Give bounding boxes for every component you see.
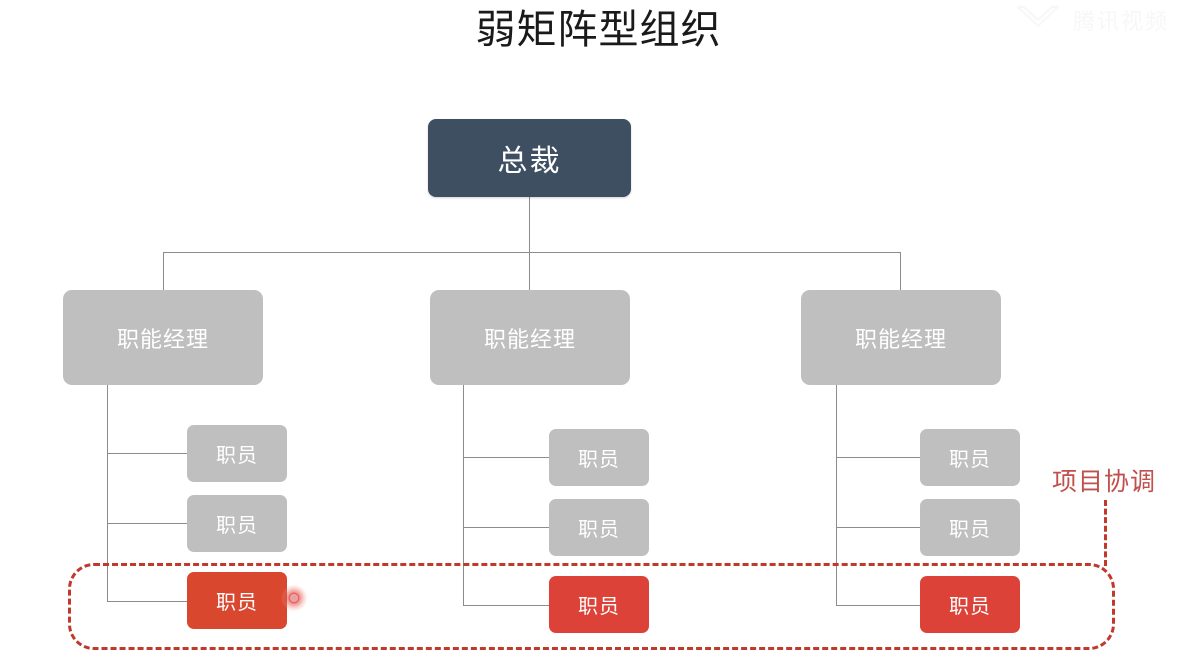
node-staff-3-3-label: 职员 xyxy=(949,596,991,618)
node-staff-1-3[interactable]: 职员 xyxy=(187,572,287,629)
connector-branch-col-1-staff-3 xyxy=(107,601,187,602)
node-staff-1-1[interactable]: 职员 xyxy=(187,425,287,482)
connector-branch-col-3-staff-2 xyxy=(836,527,920,528)
connector-spine-col-2 xyxy=(463,384,464,606)
connector-drop-col-1 xyxy=(163,252,164,291)
connector-drop-col-3 xyxy=(900,252,901,291)
node-staff-3-1-label: 职员 xyxy=(949,449,991,471)
connector-spine-col-1 xyxy=(107,384,108,602)
connector-branch-col-1-staff-1 xyxy=(107,453,187,454)
node-manager-1-label: 职能经理 xyxy=(116,326,209,352)
node-manager-3[interactable]: 职能经理 xyxy=(801,290,1001,385)
connector-exec-stem xyxy=(529,197,530,253)
node-staff-2-2[interactable]: 职员 xyxy=(549,499,649,556)
node-staff-1-3-label: 职员 xyxy=(216,592,258,614)
node-manager-3-label: 职能经理 xyxy=(854,326,947,352)
node-staff-2-3[interactable]: 职员 xyxy=(549,576,649,633)
node-staff-3-3[interactable]: 职员 xyxy=(920,576,1020,633)
node-staff-2-1-label: 职员 xyxy=(578,449,620,471)
connector-branch-col-1-staff-2 xyxy=(107,523,187,524)
node-staff-2-3-label: 职员 xyxy=(578,596,620,618)
node-manager-1[interactable]: 职能经理 xyxy=(63,290,263,385)
node-manager-2[interactable]: 职能经理 xyxy=(430,290,630,385)
cursor-marker xyxy=(281,585,307,611)
node-staff-3-2[interactable]: 职员 xyxy=(920,499,1020,556)
coordination-label: 项目协调 xyxy=(1052,468,1157,496)
connector-branch-col-2-staff-2 xyxy=(463,527,549,528)
connector-branch-col-3-staff-1 xyxy=(836,457,920,458)
node-staff-3-1[interactable]: 职员 xyxy=(920,429,1020,486)
connector-branch-col-2-staff-1 xyxy=(463,457,549,458)
connector-drop-col-2 xyxy=(529,252,530,291)
node-executive-label: 总裁 xyxy=(497,145,562,178)
coordination-boundary xyxy=(68,563,1115,650)
node-staff-1-2-label: 职员 xyxy=(216,515,258,537)
node-staff-2-2-label: 职员 xyxy=(578,519,620,541)
connector-horizontal-bus xyxy=(163,252,901,253)
node-staff-1-1-label: 职员 xyxy=(216,445,258,467)
node-staff-1-2[interactable]: 职员 xyxy=(187,495,287,552)
page-title: 弱矩阵型组织 xyxy=(475,8,722,52)
node-executive[interactable]: 总裁 xyxy=(428,119,631,197)
connector-branch-col-3-staff-3 xyxy=(836,605,920,606)
coordination-callout-stem xyxy=(1104,500,1107,566)
node-manager-2-label: 职能经理 xyxy=(483,326,576,352)
connector-spine-col-3 xyxy=(836,384,837,606)
connector-branch-col-2-staff-3 xyxy=(463,605,549,606)
node-staff-2-1[interactable]: 职员 xyxy=(549,429,649,486)
node-staff-3-2-label: 职员 xyxy=(949,519,991,541)
